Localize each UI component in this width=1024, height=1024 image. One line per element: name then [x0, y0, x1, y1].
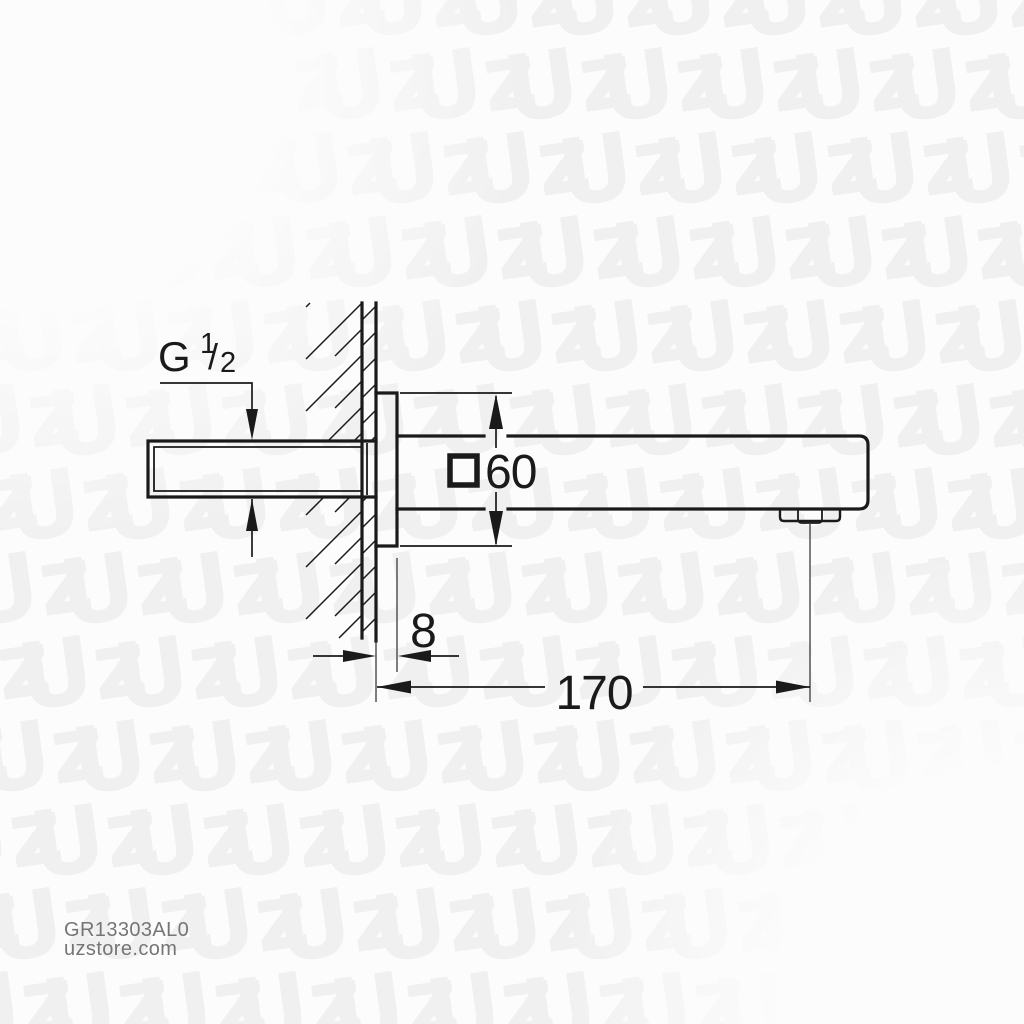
supply-pipe-outline: [146, 439, 378, 499]
hatch-line: [361, 539, 377, 555]
hatch-line: [334, 536, 363, 565]
dim-thread-arrow-up: [246, 499, 258, 531]
hatch-line: [338, 614, 363, 639]
hatch-line: [361, 331, 377, 347]
wall-hatching: [305, 302, 377, 639]
dim-170-arrow-right: [776, 680, 810, 694]
hatch-line: [361, 617, 377, 633]
hatch-line: [305, 302, 311, 308]
dim-170-arrow-left: [377, 680, 411, 694]
hatch-line: [334, 588, 363, 617]
hatch-line: [361, 409, 377, 425]
hatch-line: [334, 380, 363, 409]
flange-outline: [374, 391, 399, 548]
wall: [305, 301, 378, 643]
pipe-outer: [146, 439, 378, 499]
dim-projection-170: 170: [375, 523, 811, 720]
hatch-line: [327, 406, 363, 442]
dim-60-arrow-down: [489, 511, 503, 546]
image-caption: GR13303AL0 uzstore.com: [64, 919, 190, 960]
projection-value: 170: [555, 667, 632, 720]
hatch-line: [305, 562, 363, 620]
thread-size-separator: /: [208, 336, 218, 377]
spout-outline: [395, 434, 870, 511]
hatch-line: [305, 510, 363, 568]
flange-size-value: 60: [485, 446, 536, 499]
wall-offset-value: 8: [410, 605, 436, 658]
hatch-line: [361, 565, 377, 581]
hatch-line: [334, 496, 351, 513]
hatch-line: [305, 354, 363, 412]
flange-path: [374, 391, 399, 548]
website: uzstore.com: [64, 937, 178, 960]
hatch-line: [305, 302, 363, 360]
thread-size-denominator: 2: [220, 347, 236, 379]
hatch-line: [334, 328, 363, 357]
dim-60-arrow-up: [489, 394, 503, 429]
hatch-line: [361, 305, 377, 321]
thread-size-prefix: G: [158, 333, 191, 380]
aerator-outline: [778, 509, 842, 524]
dim-wall-offset-8: 8: [313, 558, 459, 672]
spout-body: [506, 434, 870, 511]
dim-thread-leader: [160, 382, 253, 412]
dim-thread-arrow-down: [246, 409, 258, 440]
square-symbol-icon: [447, 453, 480, 488]
pipe-inner: [153, 446, 362, 492]
dim-8-arrow-right: [343, 650, 376, 662]
hatch-line: [361, 513, 377, 529]
hatch-line: [361, 591, 377, 607]
product-code: GR13303AL0: [64, 919, 190, 941]
dim-flange-60: 60: [400, 392, 537, 547]
hatch-line: [361, 383, 377, 399]
hatch-line: [361, 357, 377, 373]
hatch-line: [305, 496, 325, 516]
aerator-outer: [778, 509, 842, 523]
